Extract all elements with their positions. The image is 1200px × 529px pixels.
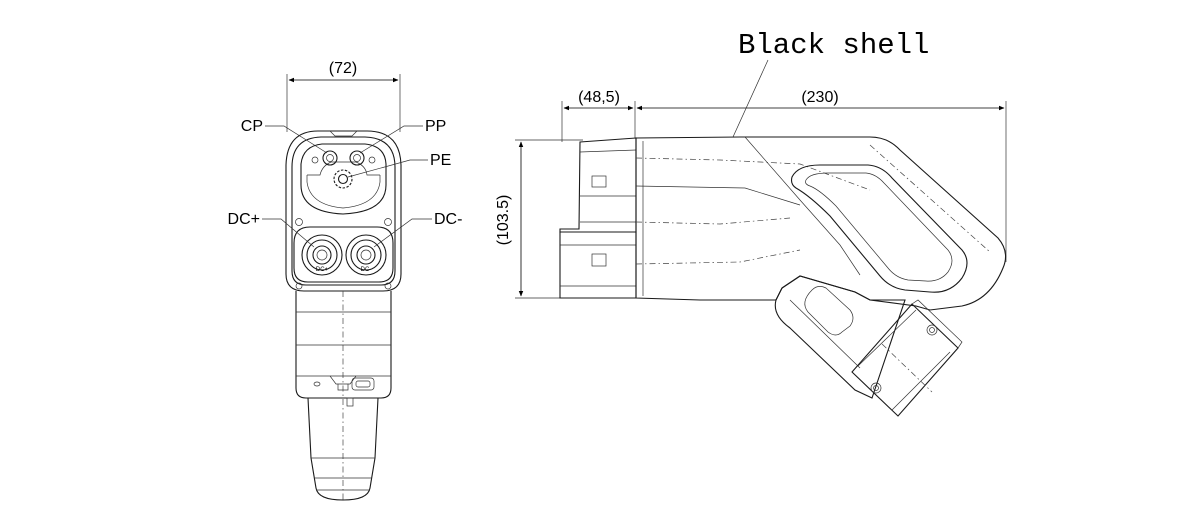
main-shell	[635, 136, 1007, 311]
handle-body	[295, 291, 392, 502]
faceplate-screws	[295, 218, 392, 290]
material-note: Black shell	[738, 29, 929, 62]
width-dimension-label: (72)	[329, 60, 357, 77]
latch-window	[591, 175, 607, 188]
screw-icon	[384, 282, 392, 290]
dc-minus-pin: DC-	[345, 234, 387, 276]
latch-window	[591, 253, 607, 267]
cp-label: CP	[241, 118, 263, 135]
cp-pin	[322, 150, 338, 166]
screw-icon	[384, 218, 392, 226]
screw-icon	[926, 324, 938, 336]
height-dimension-label: (103.5)	[495, 195, 512, 246]
side-view: (103.5) (48,5) (230) Black shell	[495, 29, 1007, 417]
front-view: (72)	[228, 60, 462, 502]
screw-icon	[295, 218, 303, 226]
dc-plus-label: DC+	[228, 211, 260, 228]
signal-pod	[300, 143, 387, 215]
body-length-label: (230)	[801, 89, 838, 106]
dc-minus-mark: DC-	[361, 267, 372, 273]
width-dimension: (72)	[286, 60, 401, 132]
dc-plus-mark: DC+	[316, 267, 329, 273]
length-dimensions: (48,5) (230)	[561, 89, 1007, 262]
connector-nose	[559, 137, 637, 299]
pp-label: PP	[425, 118, 446, 135]
material-callout: Black shell	[732, 29, 929, 138]
nose-length-label: (48,5)	[578, 89, 620, 106]
pe-pin	[333, 169, 353, 189]
cable-handle	[774, 275, 963, 417]
pe-label: PE	[430, 152, 451, 169]
pin-callouts: CP PP PE DC+ DC-	[228, 118, 462, 248]
pp-pin	[349, 150, 365, 166]
faceplate	[285, 130, 402, 292]
dc-pod: DC+ DC-	[293, 226, 394, 283]
screw-icon	[295, 282, 303, 290]
dc-minus-label: DC-	[434, 211, 462, 228]
height-dimension: (103.5)	[495, 139, 583, 299]
screw-icon	[368, 156, 376, 164]
screw-icon	[311, 156, 319, 164]
screw-icon	[870, 382, 882, 394]
dc-plus-pin: DC+	[301, 234, 343, 276]
